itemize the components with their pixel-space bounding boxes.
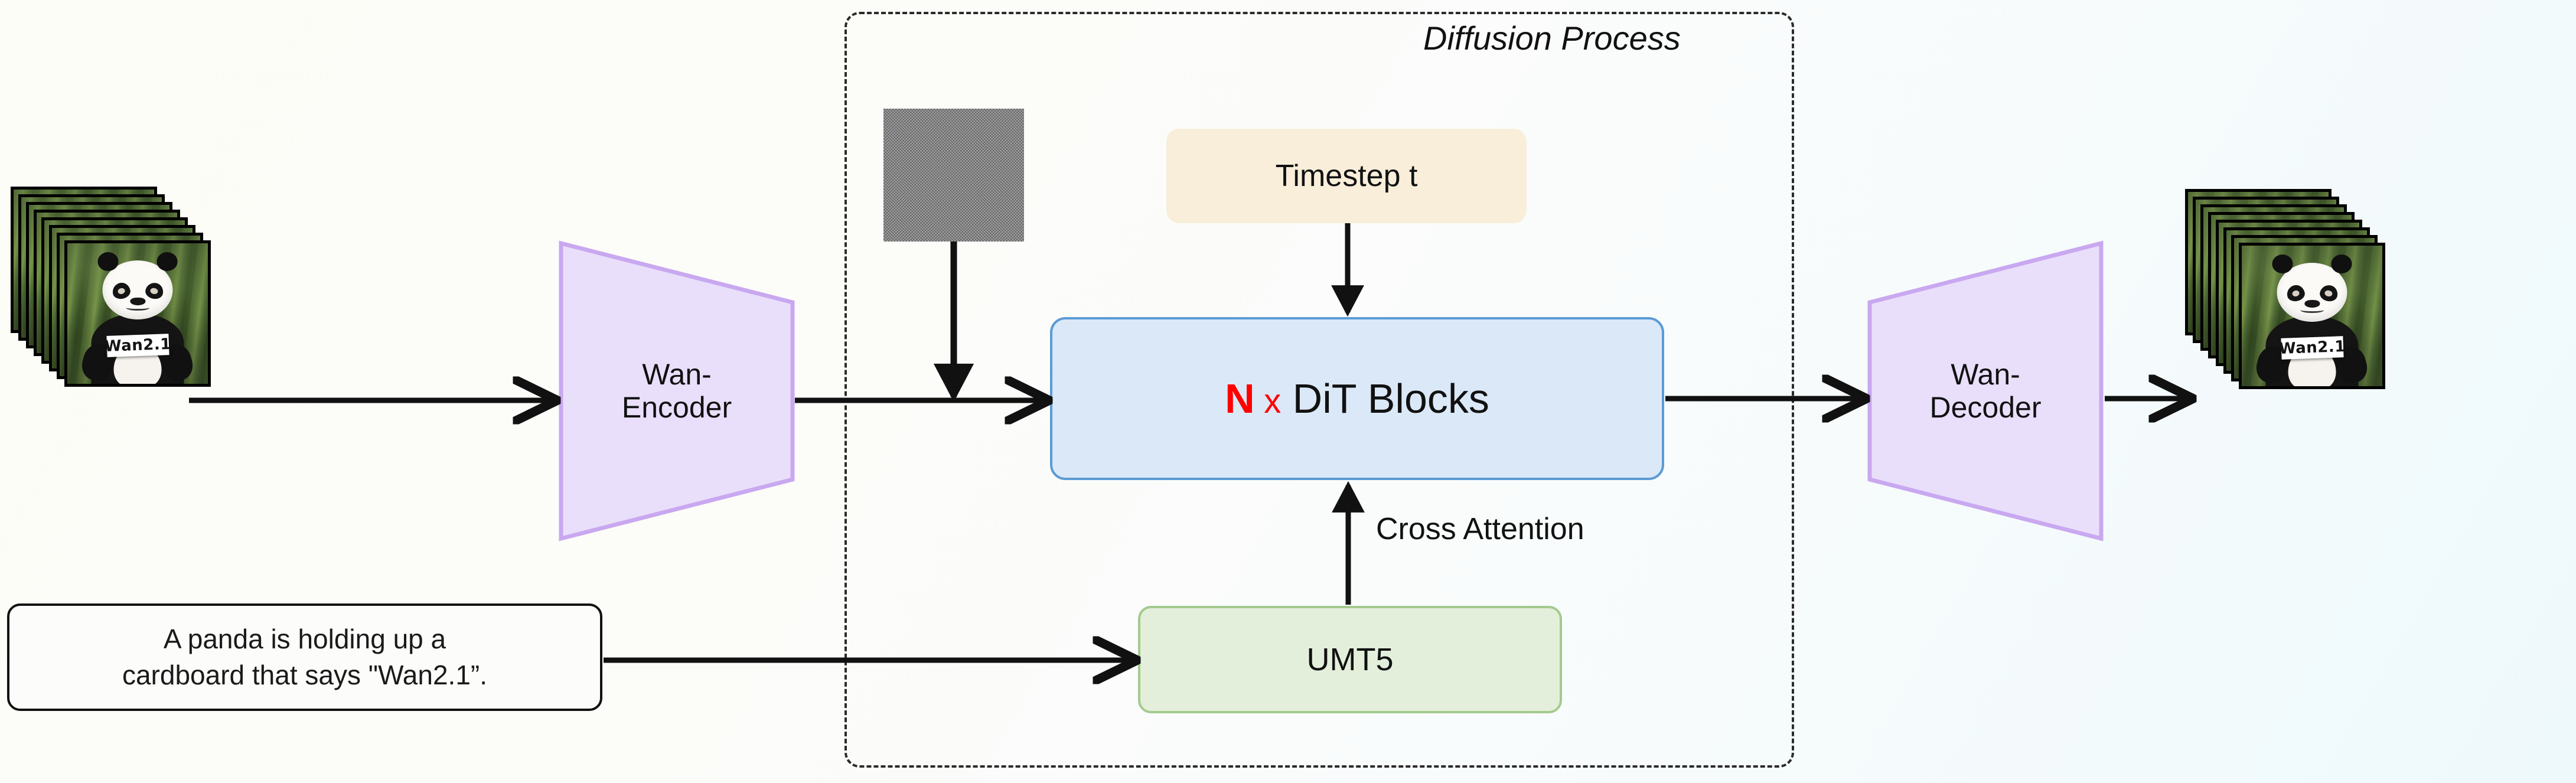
panda-sign: Wan2.1 (2278, 335, 2346, 360)
prompt-line-2: cardboard that says "Wan2.1”. (122, 660, 488, 690)
panda-pupil-right (149, 286, 158, 295)
panda-figure: Wan2.1 (67, 243, 208, 384)
panda-pupil-left (2291, 289, 2300, 297)
panda-sign-text: Wan2.1 (104, 335, 171, 355)
panda-eye-right (2318, 283, 2339, 303)
diffusion-process-region (844, 12, 1794, 768)
input-video-stack: Wan2.1 (11, 187, 211, 387)
panda-ear-left (97, 252, 119, 271)
prompt-line-1: A panda is holding up a (163, 624, 446, 655)
panda-sign: Wan2.1 (104, 333, 171, 357)
wan-decoder-shape (1867, 240, 2104, 541)
panda-ear-left (2272, 254, 2293, 273)
panda-eye-right (144, 280, 165, 301)
umt5-box[interactable]: UMT5 (1138, 606, 1562, 713)
dit-blocks-label: DiT Blocks (1292, 376, 1489, 422)
timestep-label: Timestep t (1275, 159, 1418, 193)
cross-attention-label: Cross Attention (1376, 512, 1584, 546)
panda-pupil-right (2324, 289, 2333, 297)
panda-mouth (125, 305, 150, 311)
panda-mouth (2300, 307, 2324, 314)
panda-sign-text: Wan2.1 (2278, 337, 2346, 358)
panda-nose (2304, 299, 2320, 308)
output-video-stack: Wan2.1 (2185, 189, 2385, 389)
dit-count: N (1225, 376, 1255, 422)
panda-ear-right (156, 252, 178, 271)
panda-nose (129, 297, 146, 305)
prompt-text-box[interactable]: A panda is holding up a cardboard that s… (7, 603, 602, 711)
panda-eye-left (2285, 283, 2306, 303)
diffusion-process-title: Diffusion Process (1423, 19, 1681, 57)
noise-latent-patch (883, 109, 1024, 242)
timestep-box[interactable]: Timestep t (1166, 129, 1527, 223)
video-frame: Wan2.1 (2239, 243, 2385, 389)
wan-encoder-block[interactable]: Wan- Encoder (559, 240, 795, 541)
frame-photo: Wan2.1 (67, 243, 208, 384)
panda-eye-left (110, 280, 132, 301)
dit-blocks-box[interactable]: N x DiT Blocks (1050, 317, 1664, 480)
panda-head (97, 252, 178, 319)
panda-figure: Wan2.1 (2242, 246, 2382, 386)
dit-times-symbol: x (1264, 382, 1282, 420)
frame-photo: Wan2.1 (2242, 246, 2382, 386)
wan-decoder-block[interactable]: Wan- Decoder (1867, 240, 2104, 541)
umt5-label: UMT5 (1306, 642, 1394, 677)
panda-pupil-left (117, 286, 126, 295)
video-frame: Wan2.1 (64, 240, 211, 387)
panda-head (2272, 254, 2352, 322)
panda-ear-right (2331, 254, 2352, 273)
wan-encoder-shape (559, 240, 795, 541)
